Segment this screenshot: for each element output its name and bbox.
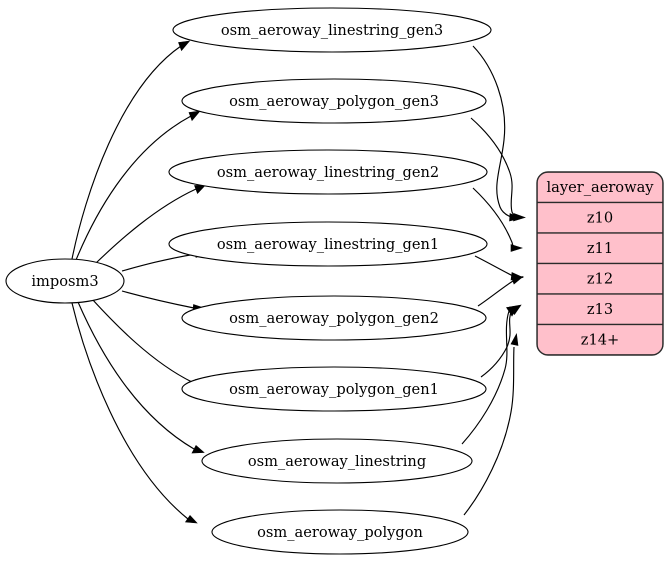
edge-linestring-to-z13 xyxy=(461,310,510,445)
edge-polygon-gen3-to-z10 xyxy=(470,117,517,218)
node-osm-aeroway-polygon-gen3[interactable]: osm_aeroway_polygon_gen3 xyxy=(181,78,487,124)
imposm3-ellipse[interactable] xyxy=(5,258,125,304)
linestring-gen2-label: osm_aeroway_linestring_gen2 xyxy=(217,164,439,181)
edge-imposm3-to-linestring xyxy=(77,301,195,450)
edge-imposm3-to-polygon-gen3 xyxy=(75,115,192,261)
table-row-z14plus-label: z14+ xyxy=(581,332,620,349)
edge-group-nodes-to-table xyxy=(461,45,526,516)
node-osm-aeroway-linestring-gen3[interactable]: osm_aeroway_linestring_gen3 xyxy=(172,7,492,53)
arrowhead-z14 xyxy=(510,333,519,346)
table-header-cell xyxy=(537,172,663,204)
table-row-z13-label: z13 xyxy=(587,301,613,318)
node-osm-aeroway-polygon-gen1[interactable]: osm_aeroway_polygon_gen1 xyxy=(181,366,487,412)
edge-linestring-gen1-to-z12 xyxy=(474,255,514,277)
node-osm-aeroway-linestring-gen2[interactable]: osm_aeroway_linestring_gen2 xyxy=(168,149,488,195)
linestring-gen1-label: osm_aeroway_linestring_gen1 xyxy=(217,236,439,253)
table-row-z12-label: z12 xyxy=(587,271,613,288)
polygon-gen3-ellipse[interactable] xyxy=(181,78,487,124)
edge-imposm3-to-linestring-gen2 xyxy=(95,188,197,264)
edge-imposm3-to-polygon-gen1 xyxy=(91,298,195,384)
polygon-gen1-label: osm_aeroway_polygon_gen1 xyxy=(229,381,439,398)
node-imposm3[interactable]: imposm3 xyxy=(5,258,125,304)
table-row-z10-label: z10 xyxy=(587,210,613,227)
polygon-label: osm_aeroway_polygon xyxy=(257,524,423,541)
edge-linestring-gen3-to-z10 xyxy=(472,45,512,218)
linestring-gen2-ellipse[interactable] xyxy=(168,149,488,195)
edge-imposm3-to-polygon xyxy=(71,302,189,520)
node-osm-aeroway-polygon-gen2[interactable]: osm_aeroway_polygon_gen2 xyxy=(181,295,487,341)
linestring-gen3-label: osm_aeroway_linestring_gen3 xyxy=(221,22,443,39)
linestring-label: osm_aeroway_linestring xyxy=(248,453,426,470)
node-osm-aeroway-polygon[interactable]: osm_aeroway_polygon xyxy=(211,509,469,555)
arrowhead-z13-b xyxy=(505,305,519,317)
polygon-gen3-label: osm_aeroway_polygon_gen3 xyxy=(229,93,439,110)
imposm3-label: imposm3 xyxy=(31,273,98,290)
polygon-gen2-label: osm_aeroway_polygon_gen2 xyxy=(229,310,439,327)
polygon-gen2-ellipse[interactable] xyxy=(181,295,487,341)
linestring-ellipse[interactable] xyxy=(201,438,473,484)
table-header-label: layer_aeroway xyxy=(546,179,654,196)
table-row-z11-label: z11 xyxy=(587,240,613,257)
arrowhead-polygon xyxy=(184,515,198,524)
arrowhead-linestring xyxy=(191,445,205,454)
arrowhead-z12-b xyxy=(511,276,524,285)
node-osm-aeroway-linestring[interactable]: osm_aeroway_linestring xyxy=(201,438,473,484)
edge-polygon-gen2-to-z12 xyxy=(477,280,514,307)
linestring-gen1-ellipse[interactable] xyxy=(168,221,488,267)
polygon-gen1-ellipse[interactable] xyxy=(181,366,487,412)
arrowhead-polygon-gen3 xyxy=(188,110,201,122)
edge-imposm3-to-polygon-gen2 xyxy=(121,290,195,309)
arrowhead-linestring-gen3 xyxy=(178,40,191,52)
arrowhead-z10-b xyxy=(513,213,526,222)
node-layer-aeroway-table[interactable]: layer_aeroway z10 z11 z12 z13 z14+ xyxy=(536,171,664,356)
linestring-gen3-ellipse[interactable] xyxy=(172,7,492,53)
table-row-z14plus[interactable] xyxy=(537,323,663,356)
edge-polygon-to-z14 xyxy=(463,346,515,516)
polygon-ellipse[interactable] xyxy=(211,509,469,555)
node-osm-aeroway-linestring-gen1[interactable]: osm_aeroway_linestring_gen1 xyxy=(168,221,488,267)
table-outline xyxy=(536,171,664,356)
table-row-z12[interactable] xyxy=(537,262,663,295)
arrowhead-z11 xyxy=(510,244,523,252)
edge-imposm3-to-linestring-gen1 xyxy=(121,253,197,272)
edge-imposm3-to-linestring-gen3 xyxy=(71,45,182,260)
